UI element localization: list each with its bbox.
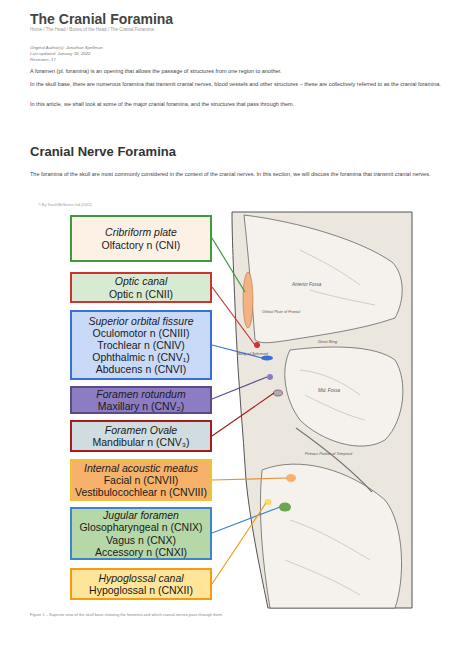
leader-line bbox=[212, 503, 266, 584]
leader-line bbox=[212, 238, 245, 292]
leader-line bbox=[212, 393, 274, 436]
foramen-box: Cribriform plateOlfactory n (CNI) bbox=[70, 215, 212, 262]
foramen-name: Cribriform plate bbox=[105, 226, 177, 238]
internal-acoustic-meatus-mark bbox=[286, 474, 296, 482]
nerve-name: Hypoglossal n (CNXII) bbox=[89, 584, 193, 596]
nerve-name: Olfactory n (CNI) bbox=[102, 239, 181, 251]
nerve-name: Facial n (CNVII) bbox=[104, 474, 179, 486]
page-text: A foramen (pl. foramina) is an opening t… bbox=[30, 68, 450, 75]
page-text: Last updated: January 18, 2022 bbox=[30, 51, 230, 57]
foramen-ovale-mark bbox=[274, 390, 283, 396]
foramen-name: Foramen Ovale bbox=[105, 424, 177, 436]
foramen-box: Internal acoustic meatusFacial n (CNVII)… bbox=[70, 459, 212, 501]
foramen-box: Foramen rotundumMaxillary n (CNV₂) bbox=[70, 386, 212, 414]
nerve-name: Ophthalmic n (CNV₁) bbox=[92, 351, 189, 363]
foramen-box: Hypoglossal canalHypoglossal n (CNXII) bbox=[70, 568, 212, 600]
foramen-name: Internal acoustic meatus bbox=[84, 462, 198, 474]
leader-line bbox=[212, 478, 287, 480]
nerve-name: Vagus n (CNX) bbox=[106, 534, 176, 546]
page-text: © By TeachMeSeries Ltd (2022) bbox=[38, 203, 238, 208]
petrous-ridge bbox=[296, 428, 372, 492]
bone-label: Body of Sphenoid bbox=[238, 352, 278, 357]
bone-label: Great Wing bbox=[318, 340, 358, 345]
page-text: Original Author(s): Jonathan Spellman bbox=[30, 45, 230, 51]
foramen-box: Jugular foramenGlosopharyngeal n (CNIX)V… bbox=[70, 507, 212, 560]
posterior-fossa bbox=[260, 464, 401, 608]
nerve-name: Accessory n (CNXI) bbox=[95, 546, 187, 558]
jugular-foramen-mark bbox=[279, 503, 291, 512]
page-text: In this article, we shall look at some o… bbox=[30, 101, 450, 108]
nerve-name: Optic n (CNII) bbox=[109, 288, 173, 300]
nerve-name: Vestibulocochlear n (CNVIII) bbox=[75, 486, 207, 498]
page-text: In the skull base, there are numerous fo… bbox=[30, 81, 450, 88]
figure-caption: Figure 1 – Superior view of the skull ba… bbox=[30, 612, 450, 617]
middle-fossa bbox=[285, 347, 403, 446]
foramen-box: Foramen OvaleMandibular n (CNV₃) bbox=[70, 420, 212, 452]
anterior-fossa bbox=[244, 215, 402, 343]
bone-label: Petrous Portion of Temporal bbox=[305, 452, 375, 457]
foramen-name: Hypoglossal canal bbox=[98, 572, 183, 584]
foramen-rotundum-mark bbox=[267, 374, 273, 380]
leader-line bbox=[212, 345, 262, 358]
cribriform-highlight bbox=[243, 272, 253, 328]
foramen-name: Foramen rotundum bbox=[96, 388, 185, 400]
superior-orbital-fissure-mark bbox=[261, 356, 273, 361]
page-text: The foramina of the skull are most commo… bbox=[30, 171, 450, 178]
nerve-name: Abducens n (CNVI) bbox=[96, 363, 186, 375]
foramen-name: Superior orbital fissure bbox=[88, 315, 193, 327]
foramen-box: Optic canalOptic n (CNII) bbox=[70, 272, 212, 303]
page-text: Home / The Head / Bones of the Head / Th… bbox=[30, 27, 430, 33]
nerve-name: Mandibular n (CNV₃) bbox=[92, 436, 189, 448]
bone-label: Orbital Plate of Frontal bbox=[262, 310, 312, 315]
page-text: Revisions: 17 bbox=[30, 57, 230, 63]
leader-line bbox=[212, 507, 280, 533]
bone-label: Mid. Fossa bbox=[318, 388, 368, 394]
nerve-name: Oculomotor n (CNIII) bbox=[93, 327, 190, 339]
leader-line bbox=[212, 377, 267, 399]
bone-label: Anterior Fossa bbox=[292, 282, 352, 288]
nerve-name: Trochlear n (CNIV) bbox=[97, 339, 185, 351]
bone-texture bbox=[285, 250, 375, 595]
leader-line bbox=[212, 287, 255, 345]
skull-base-outline bbox=[232, 212, 412, 608]
foramen-name: Optic canal bbox=[115, 275, 168, 287]
section-heading: Cranial Nerve Foramina bbox=[30, 144, 330, 161]
nerve-name: Maxillary n (CNV₂) bbox=[98, 400, 184, 412]
page-title: The Cranial Foramina bbox=[30, 10, 173, 28]
foramen-name: Jugular foramen bbox=[103, 509, 179, 521]
foramen-box: Superior orbital fissureOculomotor n (CN… bbox=[70, 310, 212, 380]
nerve-name: Glosopharyngeal n (CNIX) bbox=[79, 521, 202, 533]
